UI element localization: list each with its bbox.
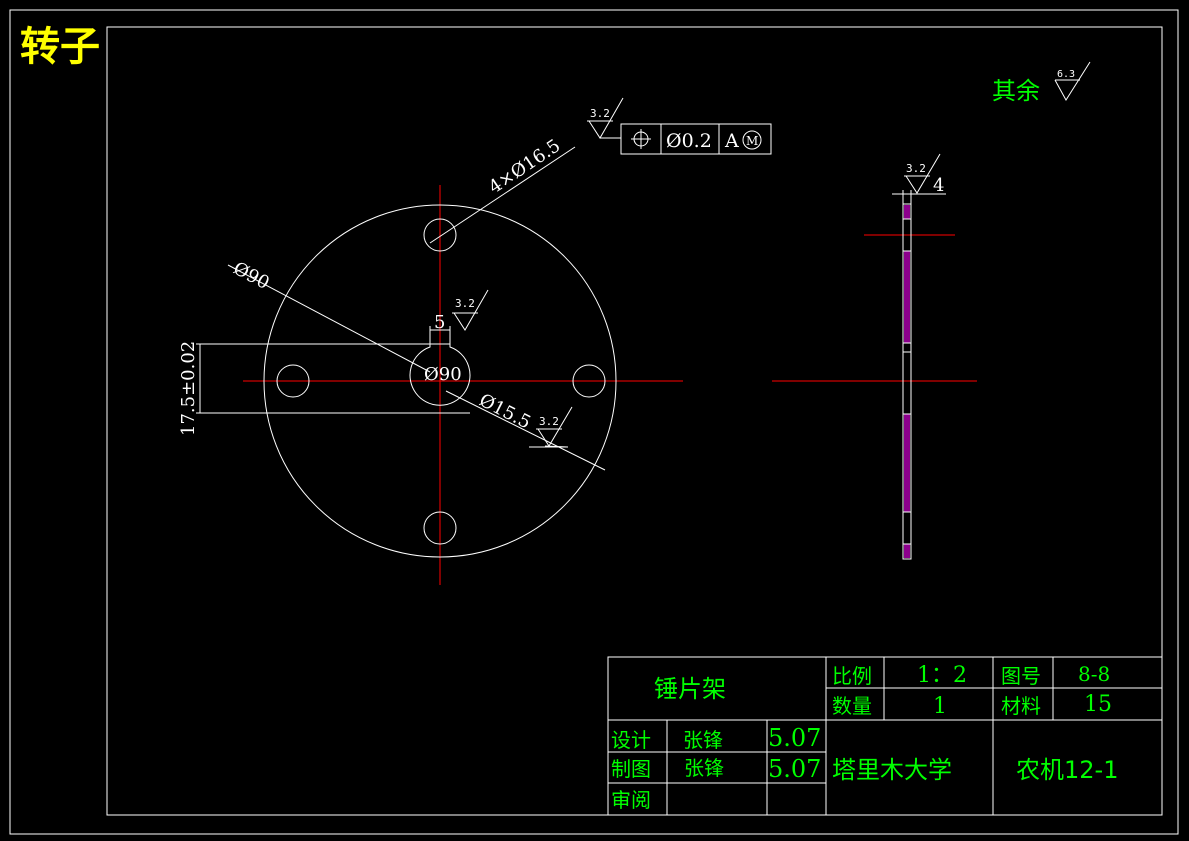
material-value: 15 xyxy=(1084,692,1112,717)
keyway-width-label: 5 xyxy=(434,312,445,333)
part-name: 锤片架 xyxy=(654,675,726,703)
title-block xyxy=(607,656,1163,816)
drawing-no-label: 图号 xyxy=(1001,664,1041,688)
draw-label: 制图 xyxy=(611,757,651,781)
hatch-4 xyxy=(904,544,910,558)
bore-dia-label: Ø90 xyxy=(424,364,462,385)
qty-value: 1 xyxy=(933,694,947,719)
hatch-3 xyxy=(904,414,910,512)
bolt-hole-right xyxy=(572,364,606,398)
qty-label: 数量 xyxy=(832,694,872,718)
class-name: 农机12-1 xyxy=(1016,756,1118,784)
roughness-note-label: 其余 xyxy=(992,77,1040,105)
side-view: 4 3.2 xyxy=(772,153,977,560)
scale-label: 比例 xyxy=(832,664,872,688)
outer-dia-label: Ø90 xyxy=(230,258,273,294)
holes-label: 4×Ø16.5 xyxy=(485,135,564,198)
title-block-text: 锤片架 比例 1：2 图号 8-8 数量 1 材料 15 设计 张锋 5.07 … xyxy=(611,662,1118,812)
roughness-note: 其余 6.3 xyxy=(992,61,1091,105)
roughness-bore-value: 3.2 xyxy=(539,415,559,428)
roughness-keyway-value: 3.2 xyxy=(455,297,475,310)
front-view: 5 3.2 17.5±0.02 Ø90 Ø90 4×Ø16.5 Ø15.5 3.… xyxy=(178,97,772,585)
bolt-hole-top xyxy=(423,218,457,252)
bolt-hole-left xyxy=(276,364,310,398)
design-label: 设计 xyxy=(611,728,651,752)
hatch-2 xyxy=(904,251,910,343)
outer-frame xyxy=(9,9,1179,835)
scale-value: 1：2 xyxy=(917,663,967,688)
roughness-holes-value: 3.2 xyxy=(590,107,610,120)
roughness-keyway-symbol xyxy=(453,289,489,331)
design-name: 张锋 xyxy=(683,728,723,752)
keyway-offset-label: 17.5±0.02 xyxy=(178,341,199,436)
material-label: 材料 xyxy=(1001,694,1041,718)
roughness-side-value: 3.2 xyxy=(906,162,926,175)
drawing-no-value: 8-8 xyxy=(1078,662,1110,686)
tolerance-value: Ø0.2 xyxy=(666,130,712,152)
design-date: 5.07 xyxy=(768,724,821,752)
bolt-hole-bottom xyxy=(423,511,457,545)
roughness-symbol xyxy=(1054,61,1091,101)
tolerance-datum: A xyxy=(724,130,739,152)
center-bore xyxy=(409,343,471,406)
roughness-side-symbol xyxy=(905,153,941,194)
roughness-note-value: 6.3 xyxy=(1057,69,1075,80)
draw-name: 张锋 xyxy=(684,756,724,780)
thickness-label: 4 xyxy=(933,175,944,196)
hatch-1 xyxy=(904,205,910,219)
svg-text:M: M xyxy=(746,134,758,148)
outer-circle xyxy=(263,204,617,558)
bore-small-label: Ø15.5 xyxy=(476,390,534,434)
roughness-bore-symbol xyxy=(537,406,573,447)
review-label: 审阅 xyxy=(611,788,651,812)
mmc-modifier-icon xyxy=(742,130,762,150)
draw-date: 5.07 xyxy=(768,755,821,783)
drawing-title: 转子 xyxy=(20,24,100,70)
tolerance-frame: Ø0.2 A M xyxy=(620,123,772,155)
school-name: 塔里木大学 xyxy=(832,756,952,784)
side-profile xyxy=(902,203,912,560)
